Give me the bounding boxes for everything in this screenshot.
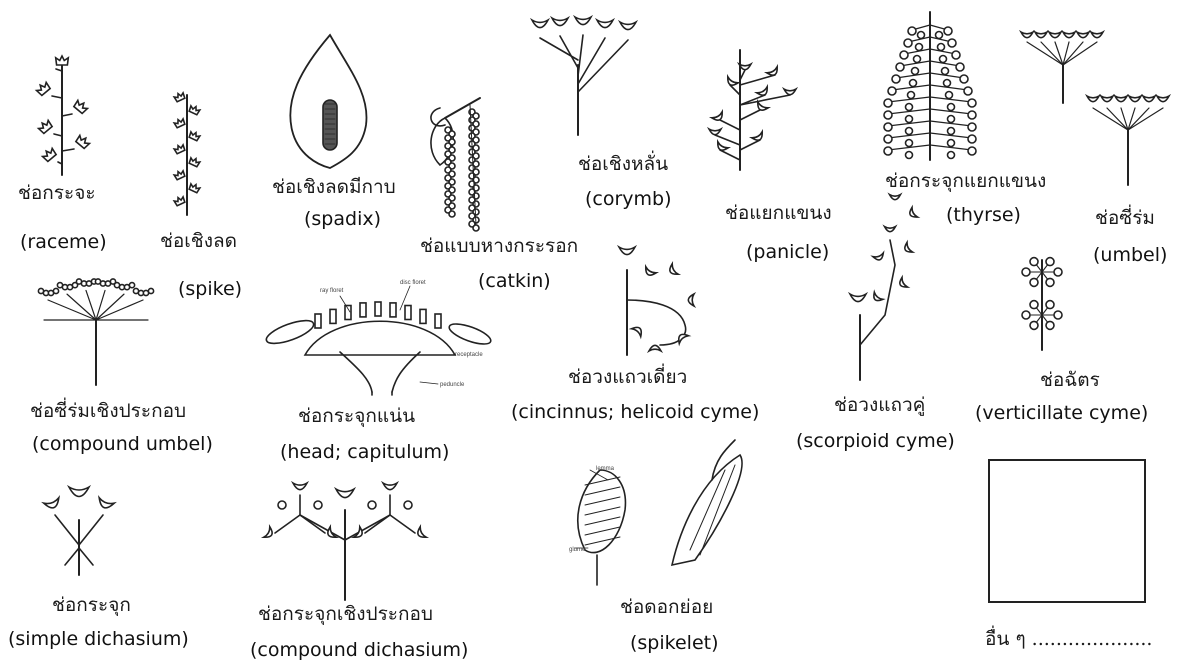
label-thyrse-en: (thyrse) — [946, 206, 1021, 225]
corymb-drawing — [532, 17, 636, 135]
panicle-drawing — [709, 50, 796, 170]
simple-dichasium-drawing — [44, 487, 115, 575]
label-simple-dichasium-th: ช่อกระจุก — [52, 596, 131, 615]
compound-umbel-drawing — [38, 279, 153, 385]
label-compound-dichasium-en: (compound dichasium) — [250, 641, 468, 660]
verticillate-drawing — [1022, 258, 1062, 350]
spike-drawing — [174, 92, 201, 215]
label-raceme-th: ช่อกระจะ — [18, 184, 96, 203]
label-panicle-en: (panicle) — [746, 243, 829, 262]
label-head-th: ช่อกระจุกแน่น — [298, 407, 415, 426]
catkin-drawing — [431, 98, 480, 231]
spikelet-drawing — [578, 440, 742, 585]
label-compound-umbel-en: (compound umbel) — [32, 435, 213, 454]
scorpioid-drawing — [850, 195, 918, 381]
label-spike-th: ช่อเชิงลด — [160, 232, 237, 251]
label-simple-dichasium-en: (simple dichasium) — [8, 630, 189, 649]
label-other: อื่น ๆ .................... — [985, 630, 1152, 649]
label-catkin-th: ช่อแบบหางกระรอก — [420, 237, 578, 256]
raceme-drawing — [35, 56, 90, 175]
annot-receptacle: receptacle — [455, 352, 483, 358]
cincinnus-drawing — [619, 247, 694, 355]
label-spike-en: (spike) — [178, 280, 242, 299]
label-corymb-en: (corymb) — [585, 190, 672, 209]
thyrse-drawing — [884, 12, 976, 160]
label-verticillate-th: ช่อฉัตร — [1040, 371, 1100, 390]
label-verticillate-en: (verticillate cyme) — [975, 404, 1148, 423]
label-panicle-th: ช่อแยกแขนง — [725, 204, 832, 223]
label-spadix-en: (spadix) — [304, 210, 381, 229]
label-scorpioid-th: ช่อวงแถวคู่ — [834, 396, 925, 415]
annot-lemma: lemma — [596, 466, 614, 472]
label-spikelet-en: (spikelet) — [630, 634, 719, 653]
spadix-drawing — [290, 35, 366, 168]
label-cincinnus-th: ช่อวงแถวเดี่ยว — [568, 368, 687, 387]
label-umbel-en: (umbel) — [1093, 246, 1167, 265]
label-head-en: (head; capitulum) — [280, 443, 449, 462]
label-compound-dichasium-th: ช่อกระจุกเชิงประกอบ — [258, 605, 433, 624]
label-cincinnus-en: (cincinnus; helicoid cyme) — [511, 403, 759, 422]
annot-peduncle: peduncle — [440, 382, 464, 388]
label-scorpioid-en: (scorpioid cyme) — [796, 432, 955, 451]
label-corymb-th: ช่อเชิงหลั่น — [578, 155, 668, 174]
compound-dichasium-drawing — [264, 483, 426, 600]
annot-glume: glume — [569, 547, 585, 553]
label-spadix-th: ช่อเชิงลดมีกาบ — [272, 178, 396, 197]
label-spikelet-th: ช่อดอกย่อย — [620, 598, 713, 617]
label-umbel-th: ช่อซี่ร่ม — [1095, 209, 1155, 228]
annot-disc-floret: disc floret — [400, 280, 426, 286]
label-thyrse-th: ช่อกระจุกแยกแขนง — [885, 172, 1046, 191]
other-drawing-box — [988, 459, 1146, 603]
label-raceme-en: (raceme) — [20, 233, 107, 252]
annot-ray-floret: ray floret — [320, 288, 343, 294]
umbel-drawing — [1021, 32, 1169, 185]
label-catkin-en: (catkin) — [478, 272, 551, 291]
label-compound-umbel-th: ช่อซี่ร่มเชิงประกอบ — [30, 402, 186, 421]
